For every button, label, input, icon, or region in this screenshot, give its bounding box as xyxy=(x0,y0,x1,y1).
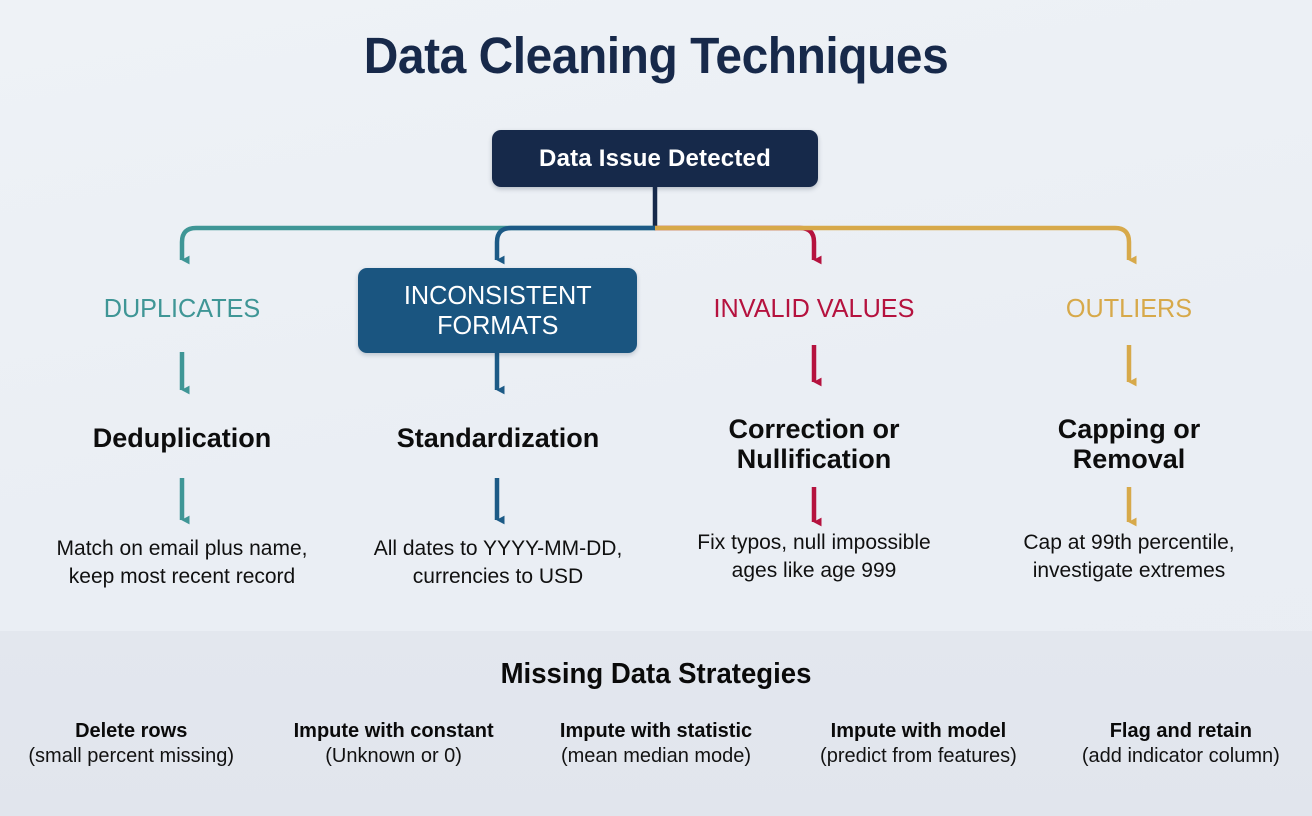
branch-arrow-duplicates xyxy=(179,225,655,265)
strategy-subtitle: (predict from features) xyxy=(820,745,1017,767)
strategy-title: Impute with constant xyxy=(293,720,494,742)
page-title: Data Cleaning Techniques xyxy=(363,27,949,84)
strategy-item: Impute with statistic (mean median mode) xyxy=(525,719,787,769)
branch-arrow-invalid-values xyxy=(655,225,822,265)
footer-section-title: Missing Data Strategies xyxy=(500,658,812,690)
strategy-subtitle: (Unknown or 0) xyxy=(325,745,462,767)
missing-data-strategies-section: Missing Data Strategies Delete rows (sma… xyxy=(0,631,1312,816)
strategy-item: Impute with model (predict from features… xyxy=(787,719,1049,769)
root-node-label: Data Issue Detected xyxy=(539,144,771,172)
technique-standardization: Standardization xyxy=(396,423,600,453)
example-inconsistent-formats: All dates to YYYY-MM-DD, currencies to U… xyxy=(373,537,623,588)
technique-correction-or-nullification: Correction or Nullification xyxy=(728,414,900,474)
example-outliers: Cap at 99th percentile, investigate extr… xyxy=(1023,531,1235,582)
strategy-item: Impute with constant (Unknown or 0) xyxy=(262,719,524,769)
strategy-subtitle: (mean median mode) xyxy=(560,745,752,767)
strategy-title: Impute with statistic xyxy=(559,720,753,742)
strategy-title: Flag and retain xyxy=(1109,720,1252,742)
footer-strategy-list: Delete rows (small percent missing) Impu… xyxy=(0,719,1312,769)
category-label-duplicates: DUPLICATES xyxy=(103,293,261,323)
example-invalid-values: Fix typos, null impossible ages like age… xyxy=(697,531,931,582)
category-box-inconsistent-formats: INCONSISTENT FORMATS xyxy=(358,268,637,353)
strategy-title: Delete rows xyxy=(75,720,188,742)
technique-capping-or-removal: Capping or Removal xyxy=(1057,414,1201,474)
strategy-item: Flag and retain (add indicator column) xyxy=(1050,719,1312,769)
strategy-subtitle: (small percent missing) xyxy=(28,745,234,767)
technique-deduplication: Deduplication xyxy=(92,423,272,453)
strategy-item: Delete rows (small percent missing) xyxy=(0,719,262,769)
category-label-inconsistent-formats: INCONSISTENT FORMATS xyxy=(403,280,592,340)
example-duplicates: Match on email plus name, keep most rece… xyxy=(56,537,308,588)
category-label-outliers: OUTLIERS xyxy=(1065,293,1193,323)
strategy-title: Impute with model xyxy=(830,720,1007,742)
strategy-subtitle: (add indicator column) xyxy=(1081,745,1280,767)
root-node-data-issue-detected: Data Issue Detected xyxy=(492,130,818,187)
branch-arrow-outliers xyxy=(655,225,1137,265)
branch-arrow-inconsistent-formats xyxy=(494,225,655,265)
category-label-invalid-values: INVALID VALUES xyxy=(713,293,915,323)
